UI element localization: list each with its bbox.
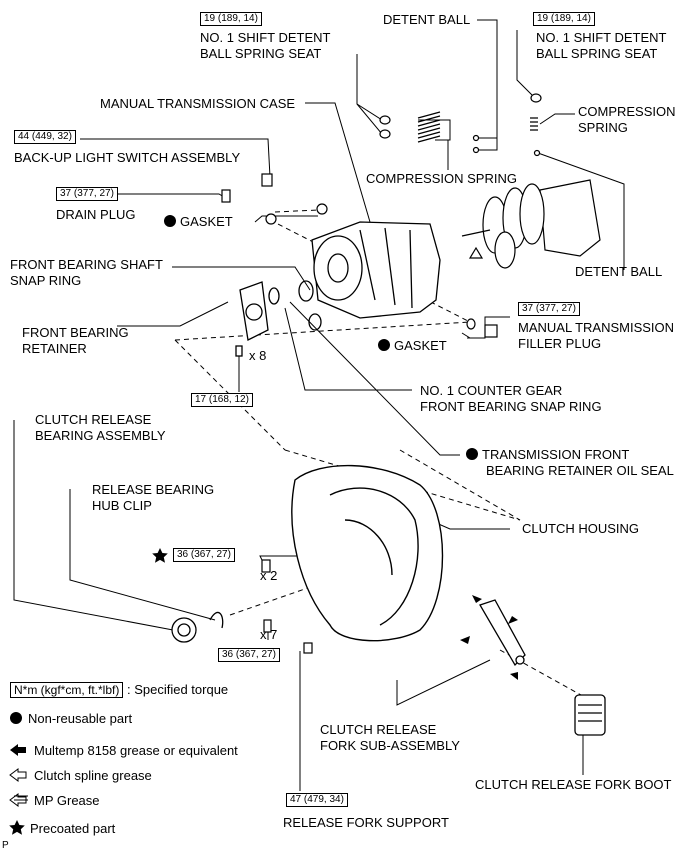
label-front-snap-2: SNAP RING [10, 273, 82, 288]
gasket-bottom-text: GASKET [394, 338, 447, 353]
label-gasket-bottom: GASKET [378, 338, 447, 354]
label-backup-switch: BACK-UP LIGHT SWITCH ASSEMBLY [14, 150, 241, 165]
label-drain-plug: DRAIN PLUG [56, 207, 136, 222]
label-gasket-top: GASKET [164, 214, 233, 230]
label-counter-snap-1: NO. 1 COUNTER GEAR [420, 383, 563, 398]
torque-retainer-bolt: 17 (168, 12) [191, 393, 253, 407]
legend-torque-box: N*m (kgf*cm, ft.*lbf) [10, 682, 124, 698]
torque-drain-plug: 37 (377, 27) [56, 187, 118, 201]
label-detent-ball-right: DETENT BALL [575, 264, 663, 279]
label-detent-ball-top: DETENT BALL [383, 12, 471, 27]
label-release-bearing-1: CLUTCH RELEASE [35, 412, 152, 427]
torque-fork-support: 47 (479, 34) [286, 793, 348, 807]
torque-housing-bolt-a: 36 (367, 27) [173, 548, 235, 562]
label-release-bearing-2: BEARING ASSEMBLY [35, 428, 166, 443]
label-retainer-2: RETAINER [22, 341, 87, 356]
label-compression-spring-right-1: COMPRESSION [578, 104, 676, 119]
legend-multemp: Multemp 8158 grease or equivalent [34, 743, 238, 758]
label-front-snap-1: FRONT BEARING SHAFT [10, 257, 163, 272]
torque-filler-plug: 37 (377, 27) [518, 302, 580, 316]
label-spring-seat-right-2: BALL SPRING SEAT [536, 46, 658, 61]
label-spring-seat-left-2: BALL SPRING SEAT [200, 46, 322, 61]
label-fork-boot: CLUTCH RELEASE FORK BOOT [475, 777, 672, 792]
torque-housing-bolt-b: 36 (367, 27) [218, 648, 280, 662]
corner-mark: P [2, 840, 9, 851]
qty-housing-bolts-a: x 2 [260, 568, 278, 583]
qty-housing-bolts-b: x 7 [260, 627, 278, 642]
label-oil-seal-1: TRANSMISSION FRONT [466, 447, 629, 463]
label-compression-spring-right-2: SPRING [578, 120, 628, 135]
label-manual-case: MANUAL TRANSMISSION CASE [100, 96, 296, 111]
legend-non-reusable: Non-reusable part [28, 711, 133, 726]
label-spring-seat-left-1: NO. 1 SHIFT DETENT [200, 30, 331, 45]
label-clutch-housing: CLUTCH HOUSING [522, 521, 640, 536]
torque-backup-switch: 44 (449, 32) [14, 130, 76, 144]
qty-retainer-bolts: x 8 [249, 348, 267, 363]
label-retainer-1: FRONT BEARING [22, 325, 129, 340]
non-reusable-dot-icon [378, 339, 390, 351]
label-oil-seal-2: BEARING RETAINER OIL SEAL [486, 463, 674, 478]
label-compression-spring-mid: COMPRESSION SPRING [366, 171, 517, 186]
legend-spline: Clutch spline grease [34, 768, 152, 783]
label-fork-support: RELEASE FORK SUPPORT [283, 815, 449, 830]
label-fork-2: FORK SUB-ASSEMBLY [320, 738, 460, 753]
label-counter-snap-2: FRONT BEARING SNAP RING [420, 399, 602, 414]
legend-torque-text: : Specified torque [126, 682, 229, 697]
label-filler-plug-2: FILLER PLUG [518, 336, 602, 351]
torque-spring-seat-left: 19 (189, 14) [200, 12, 262, 26]
legend-mp: MP Grease [34, 793, 100, 808]
label-filler-plug-1: MANUAL TRANSMISSION [518, 320, 675, 335]
legend-torque: N*m (kgf*cm, ft.*lbf) : Specified torque [10, 682, 228, 698]
gasket-top-text: GASKET [180, 214, 233, 229]
label-hub-clip-2: HUB CLIP [92, 498, 152, 513]
label-spring-seat-right-1: NO. 1 SHIFT DETENT [536, 30, 667, 45]
non-reusable-dot-icon [164, 215, 176, 227]
legend-precoated: Precoated part [30, 821, 116, 836]
label-hub-clip-1: RELEASE BEARING [92, 482, 215, 497]
label-fork-1: CLUTCH RELEASE [320, 722, 437, 737]
non-reusable-dot-icon [466, 448, 478, 460]
oil-seal-1-text: TRANSMISSION FRONT [482, 447, 630, 462]
torque-spring-seat-right: 19 (189, 14) [533, 12, 595, 26]
